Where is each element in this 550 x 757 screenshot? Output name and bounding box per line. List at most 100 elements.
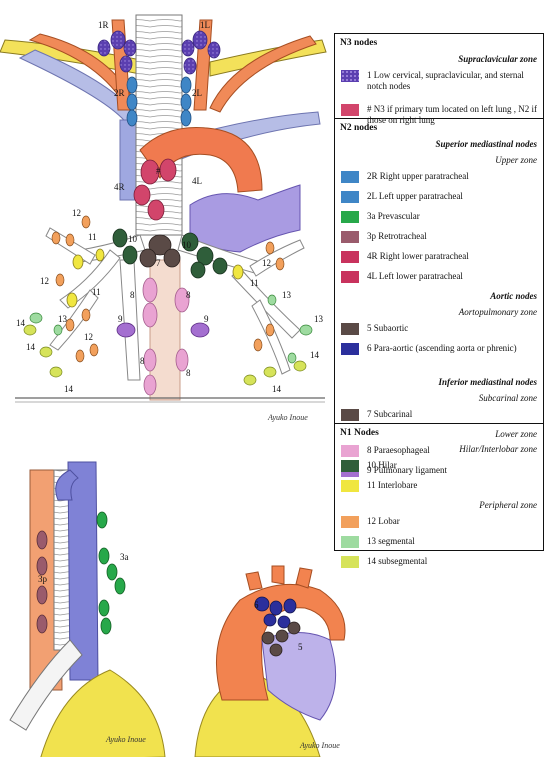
- station-7-nodes: [139, 234, 181, 268]
- main-mediastinum-view: [0, 14, 327, 403]
- label-9b: 9: [204, 314, 209, 324]
- legend-item-label: 3a Prevascular: [367, 211, 420, 221]
- label-14d: 14: [310, 350, 320, 360]
- legend-item-label: 10 Hilar: [367, 460, 397, 470]
- legend-zone-title: Supraclavicular zone: [458, 54, 537, 64]
- artist-signature-right: Ayuko Inoue: [299, 741, 340, 750]
- legend-item: 2L Left upper paratracheal: [341, 191, 539, 203]
- station-6-nodes: [254, 596, 297, 629]
- station-2-nodes: [126, 76, 192, 127]
- legend-item-label: 12 Lobar: [367, 516, 400, 526]
- artist-signature-left: Ayuko Inoue: [105, 735, 146, 744]
- legend-zone-title: Aortopulmonary zone: [458, 307, 537, 317]
- legend-color-swatch: [341, 211, 359, 223]
- legend-color-swatch: [341, 70, 359, 82]
- label-8b: 8: [186, 290, 191, 300]
- lateral-azygos: [55, 469, 79, 501]
- legend-item: 10 Hilar: [341, 460, 539, 472]
- legend-zone-title: Peripheral zone: [479, 500, 537, 510]
- legend-item: 4R Right lower paratracheal: [341, 251, 539, 263]
- label-9a: 9: [118, 314, 123, 324]
- legend-item: 5 Subaortic: [341, 323, 539, 335]
- legend-item-label: 9 Pulmonary ligament: [367, 465, 447, 475]
- label-13c: 13: [314, 314, 324, 324]
- legend-item-label: 4R Right lower paratracheal: [367, 251, 469, 261]
- legend-color-swatch: [341, 231, 359, 243]
- legend-item-label: 8 Paraesophageal: [367, 445, 430, 455]
- pulmonary-artery: [189, 184, 301, 253]
- legend-color-swatch: [341, 104, 359, 116]
- node-labels: 1R 1L 2R 2L # 4R 4L 10 10 7 11 11 11 12 …: [16, 20, 324, 394]
- label-14b: 14: [26, 342, 36, 352]
- legend-color-swatch: [341, 343, 359, 355]
- label-10a: 10: [128, 234, 138, 244]
- label-14e: 14: [272, 384, 282, 394]
- legend-color-swatch: [341, 409, 359, 421]
- station-3a-nodes: [96, 511, 126, 635]
- artist-signature-top: Ayuko Inoue: [267, 413, 308, 422]
- label-3p: 3p: [38, 574, 48, 584]
- legend-item-label: 6 Para-aortic (ascending aorta or phreni…: [367, 343, 517, 353]
- legend-item: 14 subsegmental: [341, 556, 539, 568]
- station-11-nodes: [66, 248, 244, 308]
- legend-color-swatch: [341, 536, 359, 548]
- legend-section-title: N2 nodes: [340, 123, 378, 133]
- label-6: 6: [254, 600, 259, 610]
- lateral-view: 3a 3p Ayuko Inoue: [9, 461, 166, 757]
- label-12c: 12: [84, 332, 93, 342]
- legend-zone-title: Lower zone: [495, 429, 537, 439]
- legend-item: 11 Interlobare: [341, 480, 539, 492]
- legend-item-label: 4L Left lower paratracheal: [367, 271, 463, 281]
- aortic-view-branches: [245, 565, 313, 591]
- legend-item: 3p Retrotracheal: [341, 231, 539, 243]
- label-4L: 4L: [192, 176, 202, 186]
- label-2L: 2L: [192, 88, 202, 98]
- legend-zone-title: Aortic nodes: [490, 291, 537, 301]
- label-11c: 11: [250, 278, 259, 288]
- label-1R: 1R: [98, 20, 109, 30]
- legend-item-label: 5 Subaortic: [367, 323, 409, 333]
- left-bronchial-tree: [177, 234, 305, 375]
- legend-item: # N3 if primary tum located on left lung…: [341, 104, 539, 126]
- station-14-nodes: [23, 324, 307, 386]
- label-13a: 13: [58, 314, 68, 324]
- legend-item: 3a Prevascular: [341, 211, 539, 223]
- station-3p-nodes: [36, 530, 48, 634]
- label-8a: 8: [130, 290, 135, 300]
- label-8d: 8: [186, 368, 191, 378]
- legend-zone-title: Superior mediastinal nodes: [435, 139, 537, 149]
- station-8-nodes: [142, 277, 190, 396]
- station-9-nodes: [116, 322, 210, 338]
- station-12-nodes: [51, 215, 285, 363]
- legend-color-swatch: [341, 556, 359, 568]
- left-subclavian-artery: [209, 35, 317, 113]
- legend-color-swatch: [341, 323, 359, 335]
- legend-item: 6 Para-aortic (ascending aorta or phreni…: [341, 343, 539, 355]
- legend-color-swatch: [341, 251, 359, 263]
- station-5-nodes: [261, 621, 301, 657]
- legend-item-label: 7 Subcarinal: [367, 409, 413, 419]
- legend-item-label: 13 segmental: [367, 536, 415, 546]
- legend-color-swatch: [341, 271, 359, 283]
- lateral-bronchus-stump: [9, 639, 83, 731]
- legend-item: 13 segmental: [341, 536, 539, 548]
- legend-item-label: 1 Low cervical, supraclavicular, and ste…: [367, 70, 524, 91]
- legend-item-label: 14 subsegmental: [367, 556, 428, 566]
- label-hash: #: [156, 166, 161, 176]
- label-11a: 11: [88, 232, 97, 242]
- legend-color-swatch: [341, 191, 359, 203]
- label-12a: 12: [72, 208, 81, 218]
- station-4-nodes: [133, 158, 177, 221]
- legend-zone-title: Upper zone: [495, 155, 537, 165]
- legend-section-title: N1 Nodes: [340, 428, 379, 438]
- legend-item: 2R Right upper paratracheal: [341, 171, 539, 183]
- legend-item-label: 11 Interlobare: [367, 480, 418, 490]
- legend-item-label: 2L Left upper paratracheal: [367, 191, 463, 201]
- legend-zone-title: Hilar/Interlobar zone: [459, 444, 537, 454]
- legend-item: 8 Paraesophageal: [341, 445, 539, 457]
- legend-zone-title: Subcarinal zone: [478, 393, 537, 403]
